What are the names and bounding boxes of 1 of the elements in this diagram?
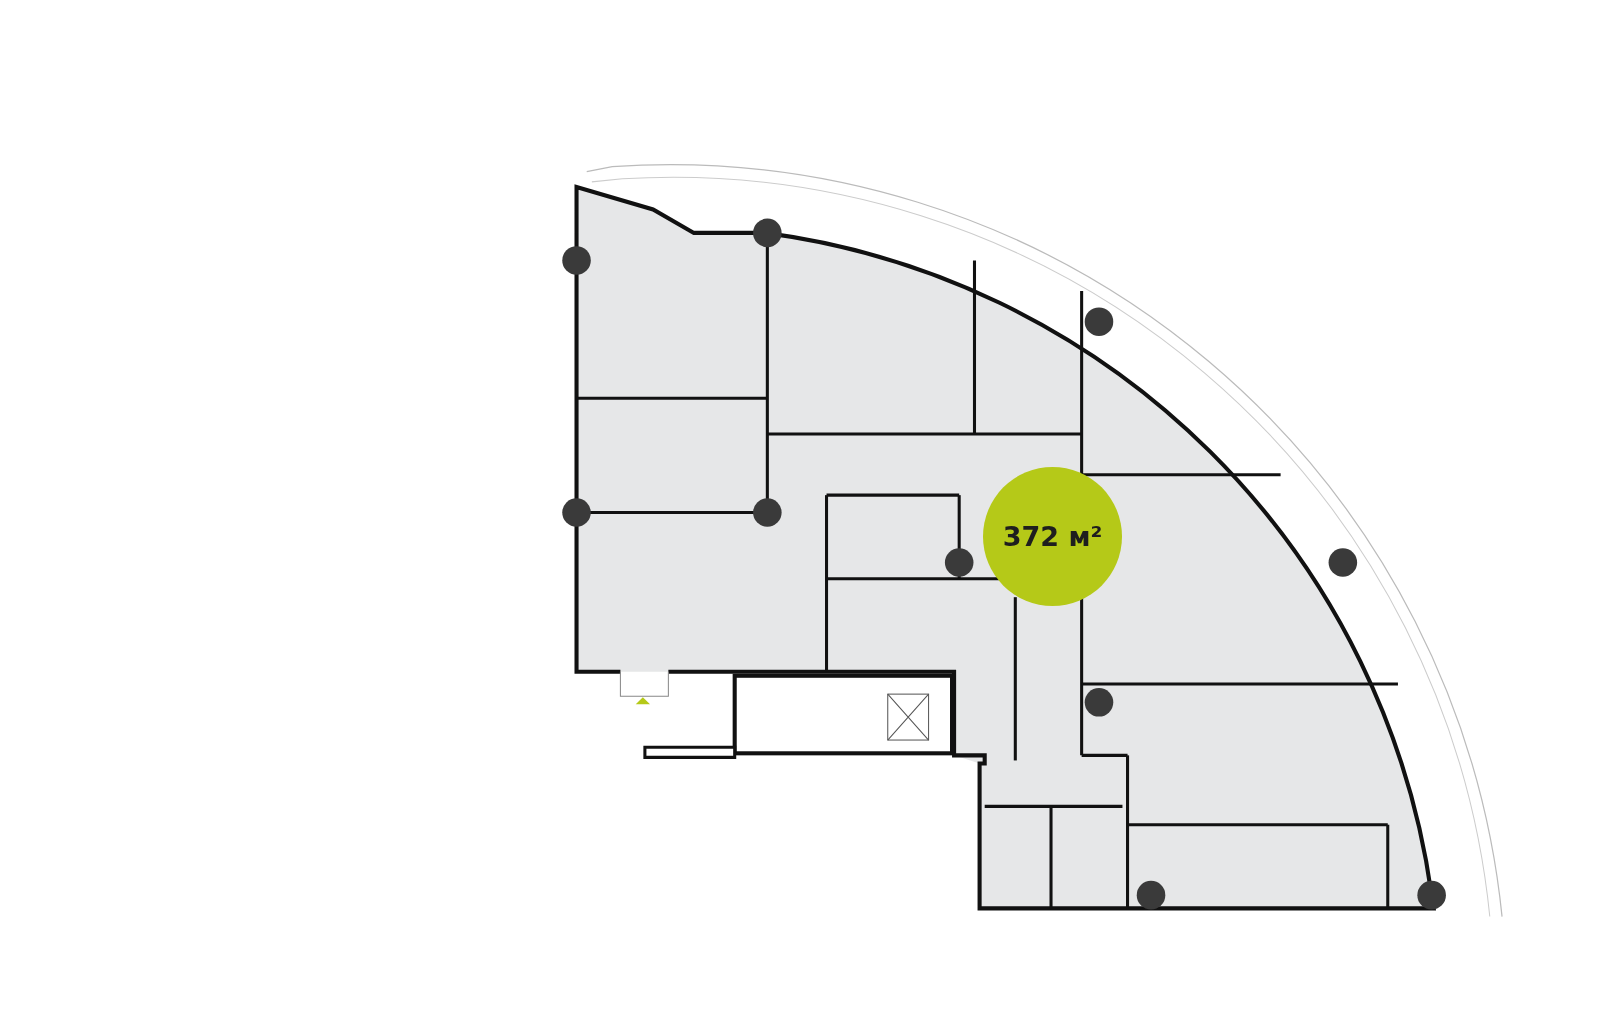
area-label: 372 м²: [1002, 521, 1103, 552]
